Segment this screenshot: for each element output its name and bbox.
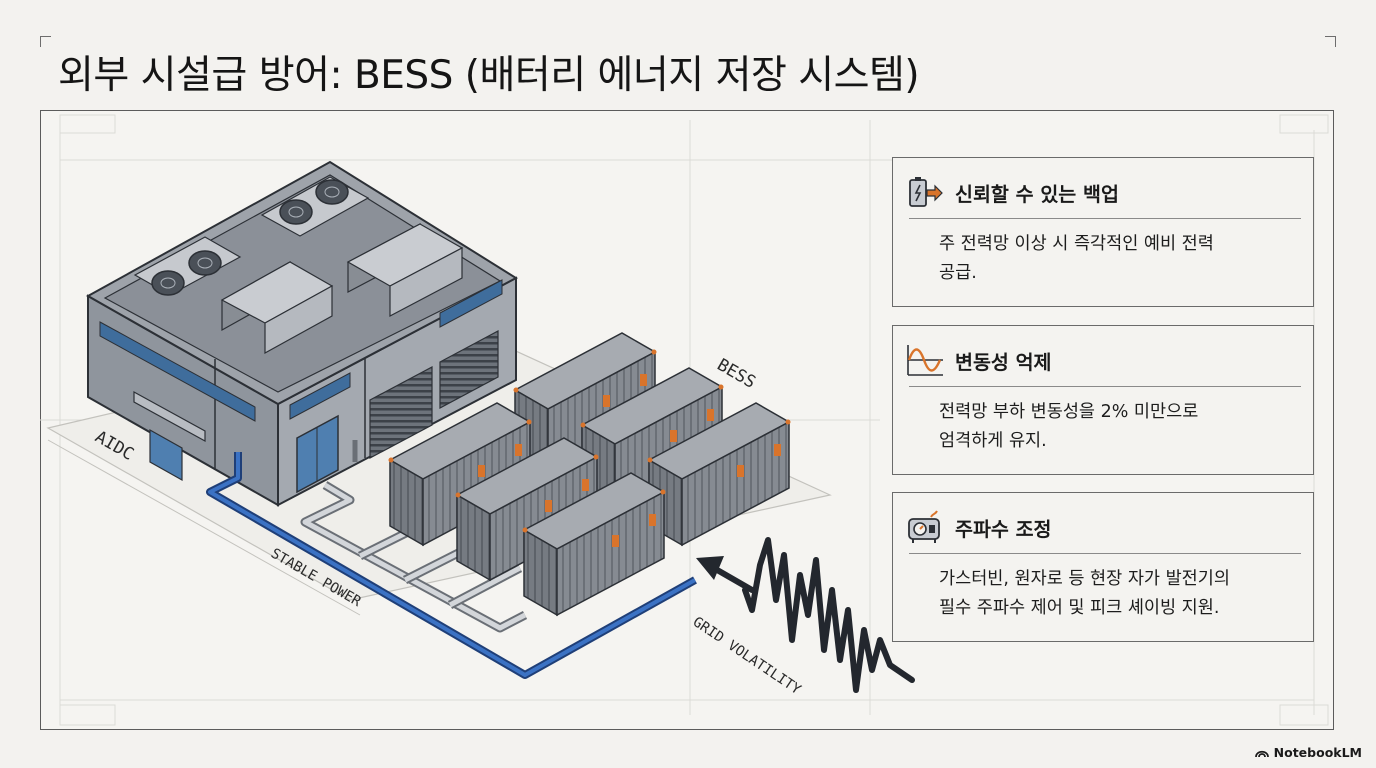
page-title: 외부 시설급 방어: BESS (배터리 에너지 저장 시스템) — [58, 53, 920, 98]
card-reliable-backup: 신뢰할 수 있는 백업 주 전력망 이상 시 즉각적인 예비 전력 공급. — [892, 157, 1314, 307]
notebooklm-brand: NotebookLM — [1254, 745, 1362, 760]
aidc-building — [85, 160, 519, 507]
card-frequency-regulation: 주파수 조정 가스터빈, 원자로 등 현장 자가 발전기의 필수 주파수 제어 … — [892, 492, 1314, 642]
grid-volatility-wave — [742, 537, 915, 693]
card-volatility-suppression: 변동성 억제 전력망 부하 변동성을 2% 미만으로 엄격하게 유지. — [892, 325, 1314, 475]
arrow-icon — [696, 556, 755, 593]
card-divider — [909, 218, 1301, 219]
battery-backup-icon — [909, 177, 943, 207]
card-description-line: 주 전력망 이상 시 즉각적인 예비 전력 — [939, 234, 1214, 254]
card-description: 전력망 부하 변동성을 2% 미만으로 엄격하게 유지. — [939, 398, 1289, 456]
card-title: 주파수 조정 — [955, 517, 1052, 541]
card-divider — [909, 386, 1301, 387]
card-description-line: 전력망 부하 변동성을 2% 미만으로 — [939, 402, 1199, 422]
bess-containers — [388, 332, 791, 617]
card-description-line: 필수 주파수 제어 및 피크 셰이빙 지원. — [939, 598, 1220, 618]
card-description: 가스터빈, 원자로 등 현장 자가 발전기의 필수 주파수 제어 및 피크 셰이… — [939, 565, 1289, 623]
generator-icon — [908, 510, 940, 543]
corner-mark-top-left — [40, 36, 51, 47]
card-divider — [909, 553, 1301, 554]
stable-power-line — [206, 452, 697, 679]
card-title: 변동성 억제 — [955, 350, 1052, 374]
rooftop-fan-icon — [151, 179, 349, 296]
card-description-line: 공급. — [939, 263, 977, 283]
card-description-line: 가스터빈, 원자로 등 현장 자가 발전기의 — [939, 569, 1230, 589]
battery-container — [647, 402, 791, 547]
notebooklm-logo-icon — [1254, 750, 1269, 758]
bess-illustration: AIDC BESS STABLE POWER GRID VOLATILITY — [40, 114, 1329, 726]
battery-container — [388, 402, 532, 547]
grid-volatility-label: GRID VOLATILITY — [690, 614, 804, 698]
brand-label: NotebookLM — [1273, 745, 1362, 760]
corner-mark-top-right — [1325, 36, 1336, 47]
card-description: 주 전력망 이상 시 즉각적인 예비 전력 공급. — [939, 230, 1289, 288]
sine-wave-icon — [907, 345, 943, 376]
card-description-line: 엄격하게 유지. — [939, 431, 1047, 451]
card-title: 신뢰할 수 있는 백업 — [955, 182, 1119, 206]
battery-container — [522, 472, 666, 617]
